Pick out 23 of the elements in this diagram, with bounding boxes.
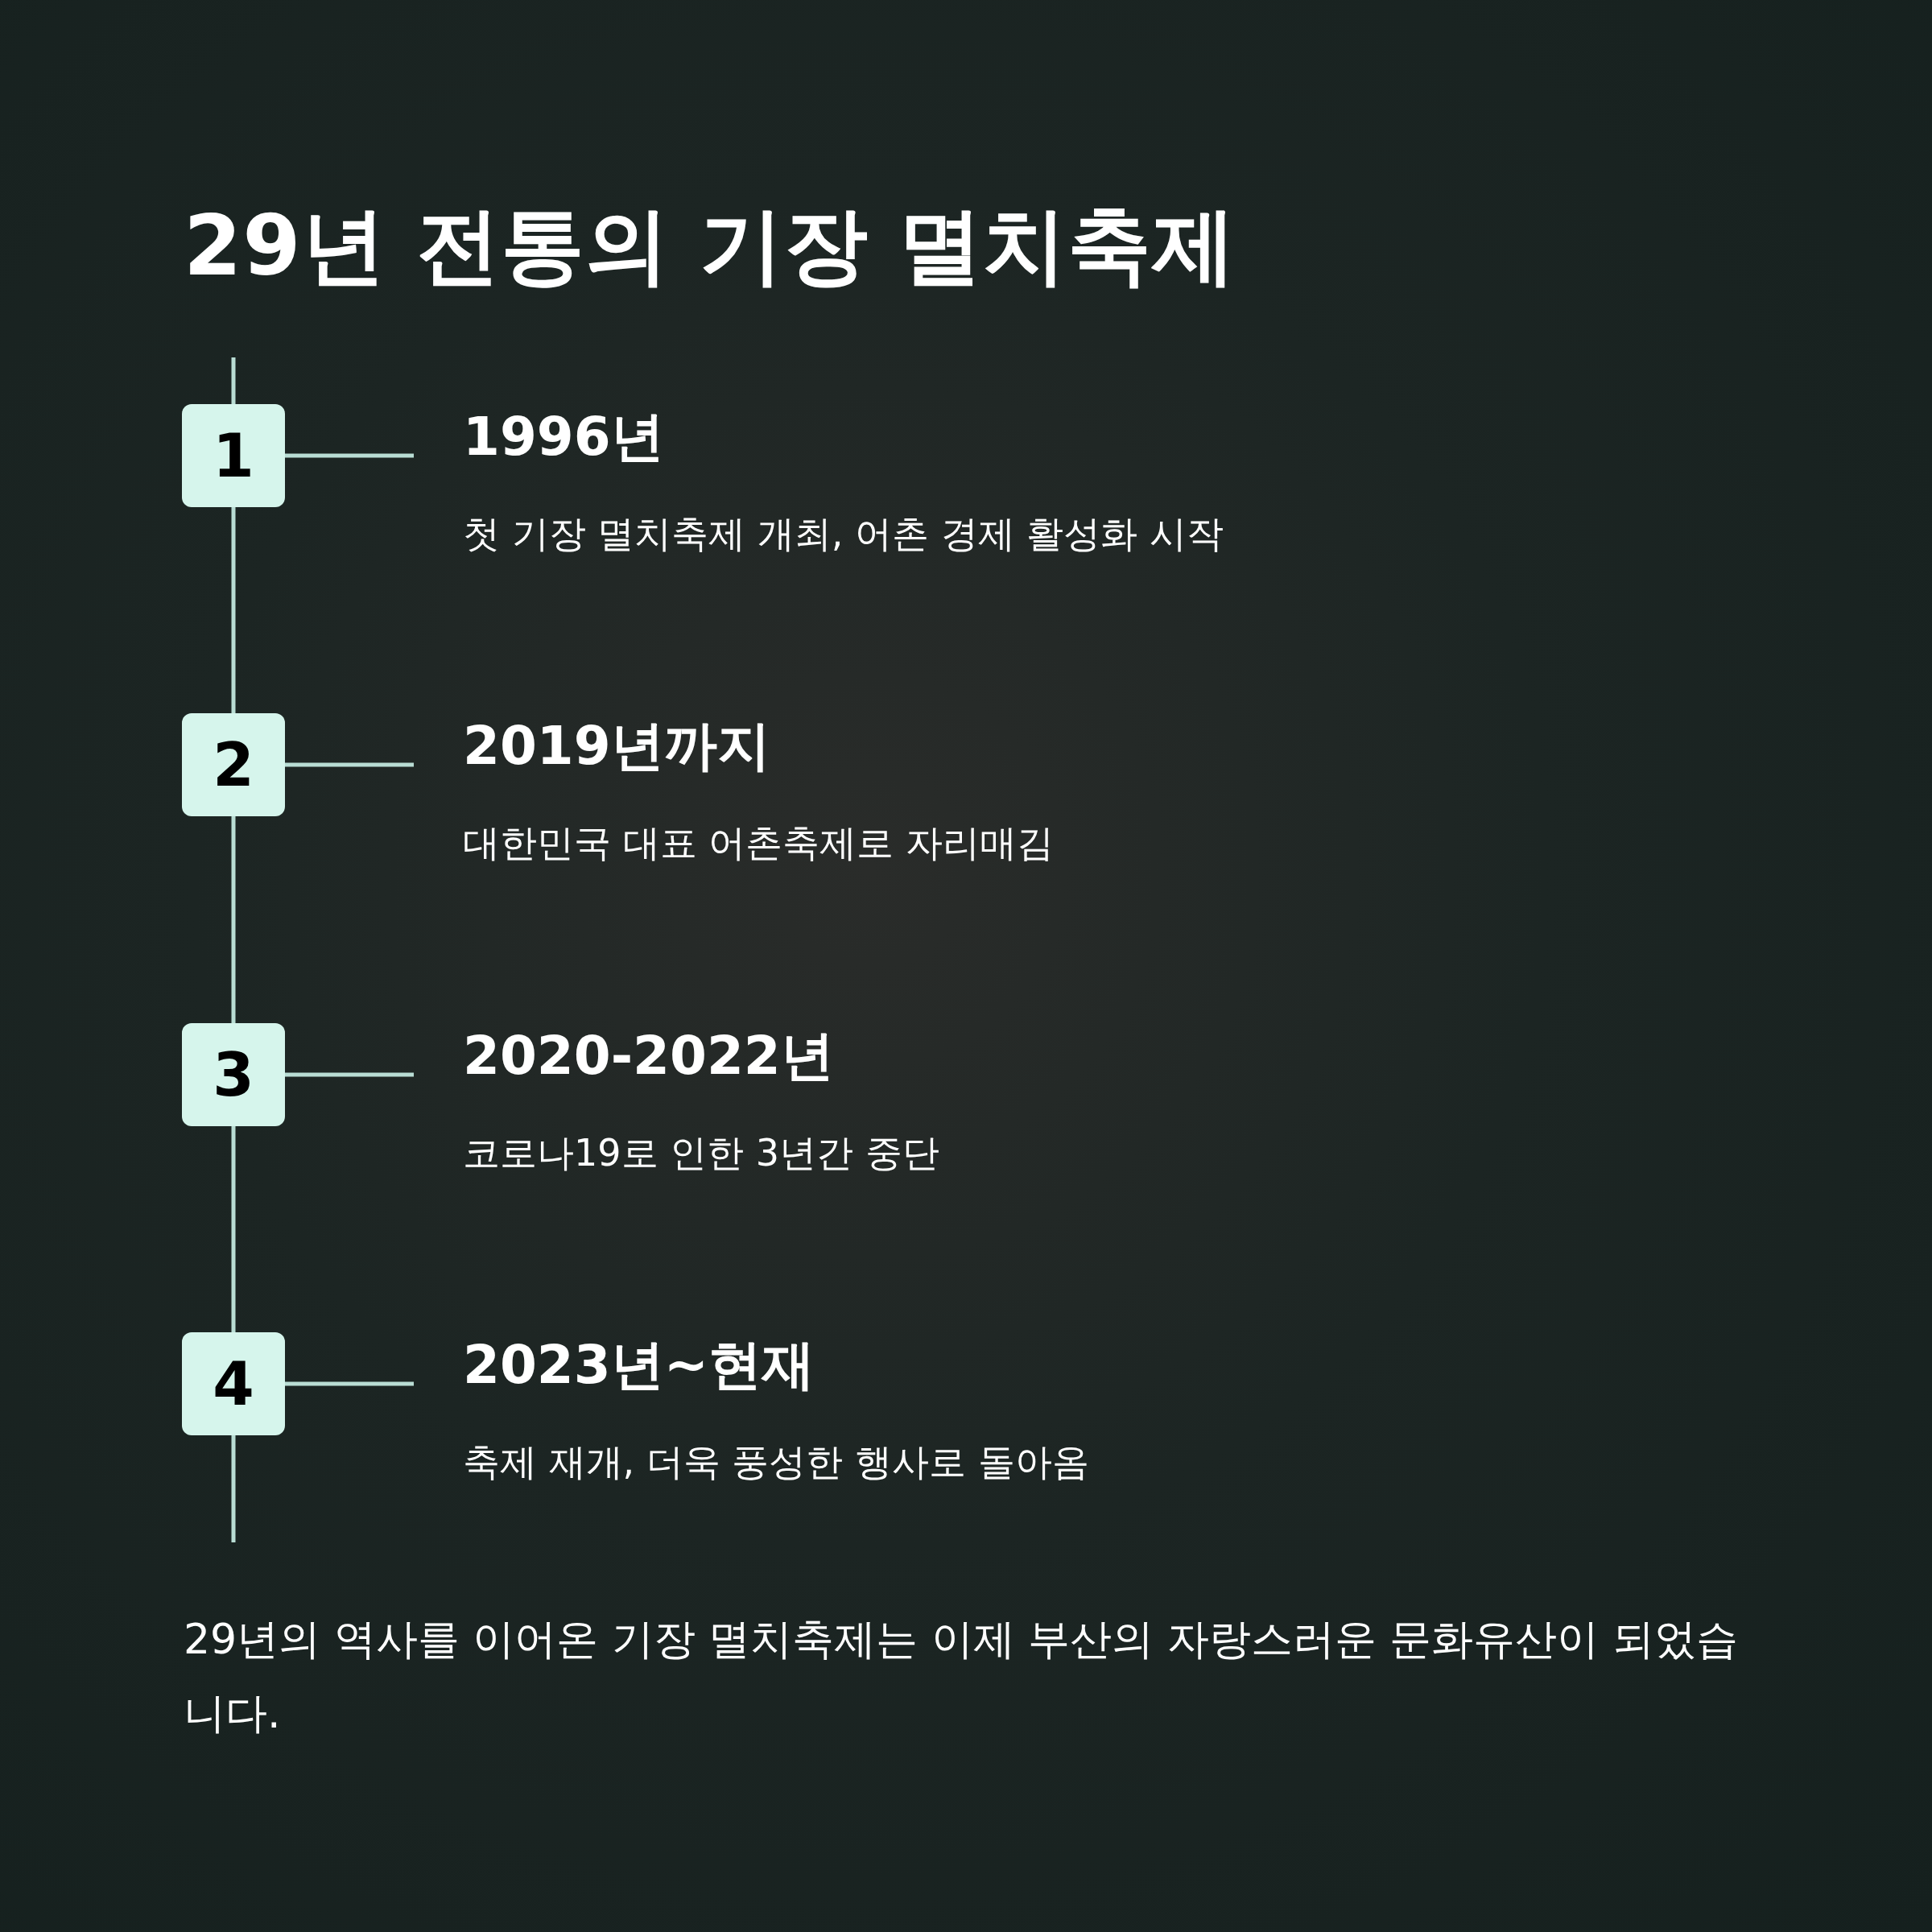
step-description: 코로나19로 인한 3년간 중단: [463, 1130, 939, 1176]
step-heading: 2019년까지: [463, 714, 770, 778]
summary-text: 29년의 역사를 이어온 기장 멸치축제는 이제 부산의 자랑스러운 문화유산이 되었습니다.: [184, 1614, 1739, 1739]
step-number: 3: [182, 1023, 285, 1126]
connector-line: [231, 1126, 236, 1332]
connector-line: [231, 507, 236, 713]
connector-line: [285, 1381, 414, 1386]
step-heading: 2020-2022년: [463, 1024, 834, 1088]
step-heading: 1996년: [463, 405, 664, 469]
step-number: 4: [182, 1332, 285, 1435]
connector-line: [285, 1072, 414, 1077]
connector-line: [285, 453, 414, 458]
title: 29년 전통의 기장 멸치축제: [184, 196, 1237, 296]
connector-line: [285, 762, 414, 767]
step-number: 2: [182, 713, 285, 816]
step-description: 대한민국 대표 어촌축제로 자리매김: [463, 820, 1054, 866]
step-description: 축제 재개, 더욱 풍성한 행사로 돌아옴: [463, 1439, 1089, 1485]
step-description: 첫 기장 멸치축제 개최, 어촌 경제 활성화 시작: [463, 511, 1224, 557]
step-heading: 2023년~현재: [463, 1333, 815, 1397]
connector-line: [231, 1435, 236, 1542]
step-number: 1: [182, 404, 285, 507]
connector-line: [231, 357, 236, 404]
connector-line: [231, 816, 236, 1023]
